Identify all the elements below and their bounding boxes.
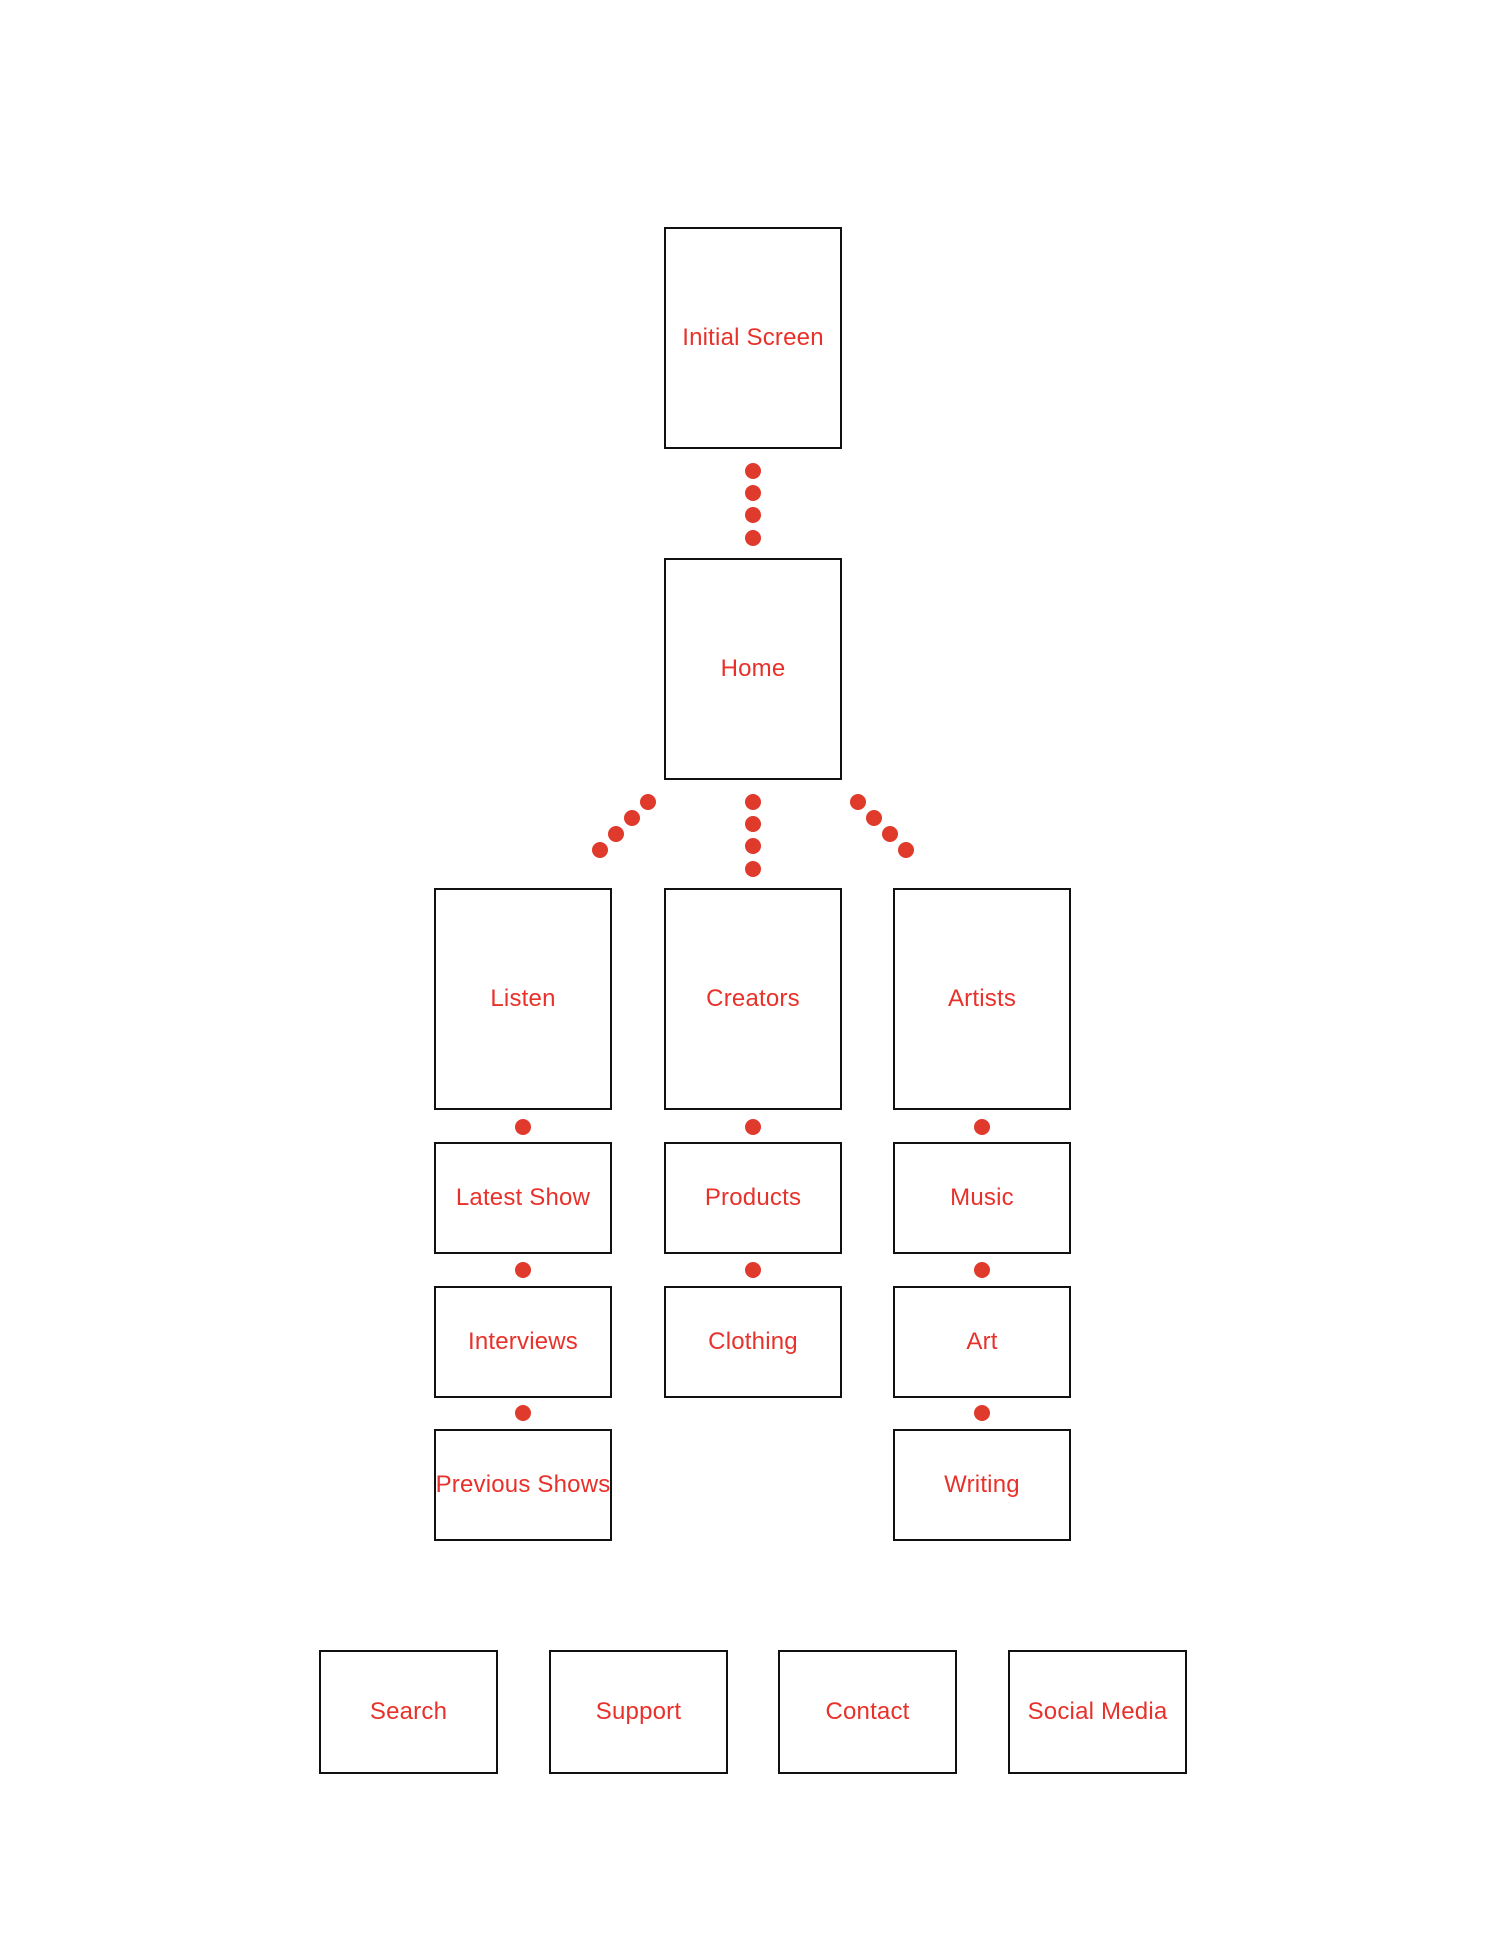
node-social-media: Social Media <box>1008 1650 1187 1774</box>
node-label: Social Media <box>1027 1698 1168 1725</box>
connector-dot <box>745 838 761 854</box>
node-contact: Contact <box>778 1650 957 1774</box>
node-latest-show: Latest Show <box>434 1142 612 1254</box>
connector-dot <box>898 842 914 858</box>
connector-dot <box>745 485 761 501</box>
connector-dot <box>882 826 898 842</box>
connector-dot <box>974 1119 990 1135</box>
node-previous-shows: Previous Shows <box>434 1429 612 1541</box>
node-label: Initial Screen <box>682 324 824 351</box>
node-label: Products <box>704 1184 802 1211</box>
connector-dot <box>624 810 640 826</box>
connector-dot <box>745 794 761 810</box>
node-label: Home <box>720 655 786 682</box>
connector-dot <box>745 463 761 479</box>
connector-dot <box>745 1119 761 1135</box>
node-label: Contact <box>825 1698 910 1725</box>
connector-dot <box>850 794 866 810</box>
node-label: Creators <box>706 985 800 1012</box>
node-label: Support <box>595 1698 682 1725</box>
connector-dot <box>640 794 656 810</box>
node-label: Listen <box>490 985 556 1012</box>
node-label: Interviews <box>467 1328 579 1355</box>
connector-dot <box>866 810 882 826</box>
connector-dot <box>745 1262 761 1278</box>
connector-dot <box>592 842 608 858</box>
node-search: Search <box>319 1650 498 1774</box>
node-label: Artists <box>947 985 1017 1012</box>
node-initial-screen: Initial Screen <box>664 227 842 449</box>
node-listen: Listen <box>434 888 612 1110</box>
connector-dot <box>515 1405 531 1421</box>
connector-dot <box>515 1262 531 1278</box>
node-label: Art <box>966 1328 998 1355</box>
node-creators: Creators <box>664 888 842 1110</box>
connector-dot <box>515 1119 531 1135</box>
connector-dot <box>745 861 761 877</box>
connector-dot <box>608 826 624 842</box>
node-writing: Writing <box>893 1429 1071 1541</box>
node-support: Support <box>549 1650 728 1774</box>
connector-dot <box>974 1405 990 1421</box>
connector-dot <box>745 530 761 546</box>
node-interviews: Interviews <box>434 1286 612 1398</box>
node-art: Art <box>893 1286 1071 1398</box>
connector-dot <box>745 507 761 523</box>
node-artists: Artists <box>893 888 1071 1110</box>
node-clothing: Clothing <box>664 1286 842 1398</box>
node-label: Clothing <box>708 1328 798 1355</box>
node-label: Previous Shows <box>435 1471 611 1498</box>
connector-dot <box>745 816 761 832</box>
connector-dot <box>974 1262 990 1278</box>
node-music: Music <box>893 1142 1071 1254</box>
node-products: Products <box>664 1142 842 1254</box>
node-home: Home <box>664 558 842 780</box>
node-label: Music <box>950 1184 1014 1211</box>
node-label: Search <box>369 1698 448 1725</box>
node-label: Writing <box>944 1471 1020 1498</box>
node-label: Latest Show <box>455 1184 591 1211</box>
